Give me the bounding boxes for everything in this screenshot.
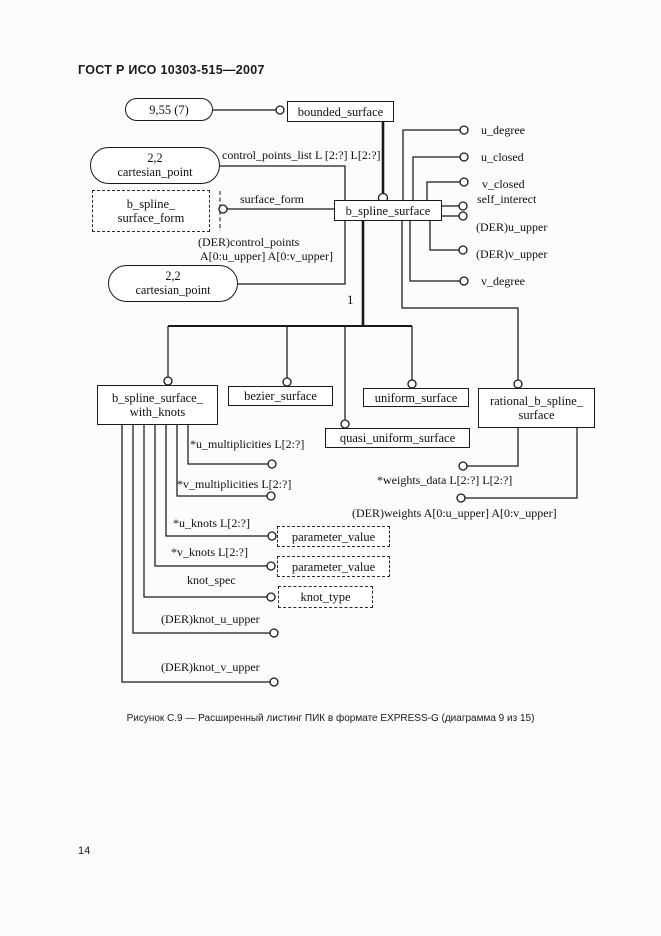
- attr-v-knots: *v_knots L[2:?]: [171, 545, 248, 559]
- entity-label: uniform_surface: [374, 390, 458, 405]
- entity-box-b-spline-surface: b_spline_surface: [334, 200, 442, 221]
- attr-u-knots: *u_knots L[2:?]: [173, 516, 250, 530]
- attr-control-points-list: control_points_list L [2:?] L[2:?]: [222, 148, 381, 162]
- entity-label: surface: [518, 408, 555, 422]
- attr-der-weights: (DER)weights A[0:u_upper] A[0:v_upper]: [352, 506, 557, 520]
- page-ref-oval: 9,55 (7): [125, 98, 213, 121]
- type-label: parameter_value: [291, 529, 376, 544]
- type-label: surface_form: [117, 211, 185, 225]
- entity-label: bounded_surface: [297, 104, 384, 119]
- type-box-b-spline-surface-form: b_spline_ surface_form: [92, 190, 210, 232]
- entity-label: b_spline_surface_: [112, 391, 203, 405]
- entity-label: quasi_uniform_surface: [339, 431, 456, 445]
- entity-box-bounded-surface: bounded_surface: [287, 101, 394, 122]
- entity-box-b-spline-surface-with-knots: b_spline_surface_ with_knots: [97, 385, 218, 425]
- attr-der-u-upper: (DER)u_upper: [476, 220, 548, 234]
- attr-u-multiplicities: *u_multiplicities L[2:?]: [190, 437, 305, 451]
- oneof-marker: 1: [347, 292, 354, 307]
- attr-v-closed: v_closed: [482, 177, 525, 191]
- figure-caption: Рисунок С.9 — Расширенный листинг ПИК в …: [126, 713, 535, 724]
- attr-der-knot-v-upper: (DER)knot_v_upper: [161, 660, 260, 674]
- type-label: b_spline_: [126, 197, 176, 211]
- attr-v-degree: v_degree: [481, 274, 525, 288]
- attr-der-v-upper: (DER)v_upper: [476, 247, 548, 261]
- page-ref-label: 9,55 (7): [149, 102, 189, 117]
- attr-u-closed: u_closed: [481, 150, 524, 164]
- type-box-parameter-value-1: parameter_value: [277, 526, 390, 547]
- attribute-lines: [121, 109, 578, 683]
- supertype-lines: [361, 122, 385, 326]
- entity-box-uniform-surface: uniform_surface: [363, 388, 469, 407]
- entity-box-rational-b-spline-surface: rational_b_spline_ surface: [478, 388, 595, 428]
- cartesian-ref-number: 2,2: [165, 268, 181, 283]
- attr-der-control-points-bounds: A[0:u_upper] A[0:v_upper]: [200, 249, 333, 263]
- entity-label: bezier_surface: [244, 389, 317, 403]
- entity-label: b_spline_surface: [345, 203, 431, 218]
- page-number: 14: [78, 845, 91, 857]
- attr-weights-data: *weights_data L[2:?] L[2:?]: [377, 473, 513, 487]
- entity-label: rational_b_spline_: [489, 394, 584, 408]
- document-header: ГОСТ Р ИСО 10303-515—2007: [78, 63, 265, 77]
- attr-knot-spec: knot_spec: [187, 573, 236, 587]
- entity-box-quasi-uniform-surface: quasi_uniform_surface: [325, 428, 470, 448]
- type-label: parameter_value: [291, 559, 376, 574]
- cartesian-ref-name: cartesian_point: [135, 282, 211, 297]
- attr-der-knot-u-upper: (DER)knot_u_upper: [161, 612, 260, 626]
- cartesian-point-oval-2: 2,2 cartesian_point: [108, 265, 238, 302]
- attr-v-multiplicities: *v_multiplicities L[2:?]: [177, 477, 292, 491]
- entity-box-bezier-surface: bezier_surface: [228, 386, 333, 406]
- type-box-parameter-value-2: parameter_value: [277, 556, 390, 577]
- entity-label: with_knots: [129, 405, 186, 419]
- type-label: knot_type: [300, 590, 351, 604]
- attr-self-interect: self_interect: [477, 192, 537, 206]
- type-box-knot-type: knot_type: [278, 586, 373, 608]
- cartesian-ref-number: 2,2: [147, 150, 163, 165]
- attr-surface-form: surface_form: [240, 192, 304, 206]
- cartesian-point-oval-1: 2,2 cartesian_point: [90, 147, 220, 184]
- attr-u-degree: u_degree: [481, 123, 525, 137]
- cartesian-ref-name: cartesian_point: [117, 164, 193, 179]
- attr-der-control-points: (DER)control_points: [198, 235, 300, 249]
